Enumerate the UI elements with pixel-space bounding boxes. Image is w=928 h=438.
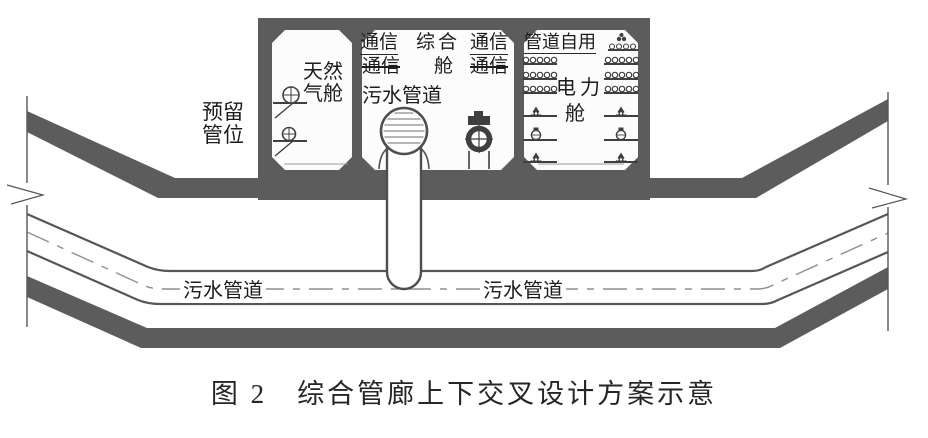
reserved-pipe-line2: 管位 (202, 122, 244, 147)
comm-label-left-bottom: 通信 (362, 56, 401, 77)
sewage-pipe-upper-label: 污水管道 (362, 85, 442, 107)
sewage-centerline (26, 231, 889, 290)
section-break-lines (6, 92, 909, 331)
break-symbol-left (6, 184, 46, 205)
sewage-pipe-lower-right-label: 污水管道 (480, 280, 566, 303)
gas-cabin-line1: 天然 (303, 61, 343, 83)
left-roof-slope (27, 111, 258, 198)
reserved-pipe-position-label: 预留 管位 (202, 101, 244, 146)
comm-label-left-top: 通信 (360, 32, 399, 55)
lower-sewage-pipe (26, 212, 889, 306)
pipe-self-use-label: 管道自用 (524, 32, 596, 54)
composite-cabin-line2: 舱 (434, 56, 454, 77)
gas-cabin-line2: 气舱 (303, 82, 343, 105)
comm-label-right-bottom: 通信 (470, 56, 509, 77)
cable-tray-icons-left (522, 56, 558, 163)
figure-caption: 图 2 综合管廊上下交叉设计方案示意 (210, 379, 718, 409)
reserved-pipe-line1: 预留 (202, 100, 244, 124)
pipe-base-flares (378, 147, 430, 170)
power-cabin-line1: 电力 (556, 77, 604, 99)
comm-label-right-top: 通信 (470, 32, 509, 55)
valve-icon (465, 111, 493, 169)
gas-cabin-label: 天然 气舱 (303, 61, 343, 105)
sewage-pipe-lower-left-label: 污水管道 (180, 280, 266, 303)
power-cabin-line2: 舱 (565, 103, 585, 125)
right-roof-slope (650, 99, 888, 198)
composite-cabin-line1: 综合 (416, 32, 461, 53)
break-symbol-right (868, 187, 909, 209)
vertical-sewage-drop-pipe (378, 106, 430, 291)
cable-tray-icons-right (604, 33, 640, 163)
lower-ground-band (27, 267, 888, 348)
gas-pipe-bracket-icons (273, 86, 307, 157)
